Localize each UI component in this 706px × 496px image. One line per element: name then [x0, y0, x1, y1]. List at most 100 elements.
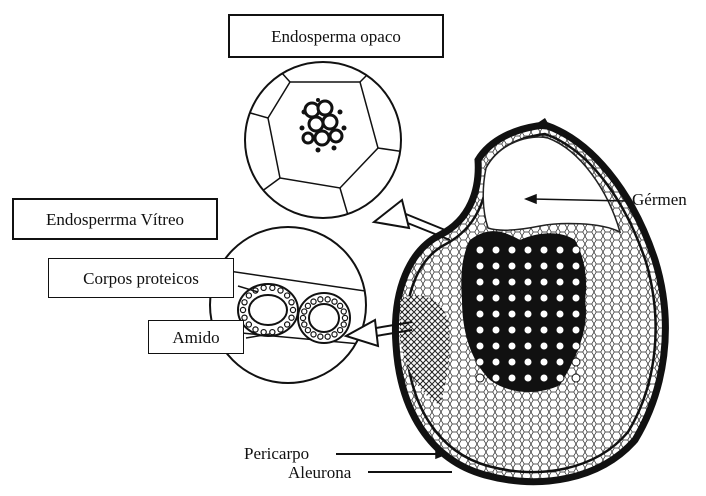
- core-dot: [540, 326, 548, 334]
- core-dot: [540, 278, 548, 286]
- core-dot: [508, 294, 516, 302]
- core-dot: [524, 246, 532, 254]
- core-dot: [556, 374, 564, 382]
- vitreous-magnified-circle: [208, 227, 372, 383]
- protein-body: [270, 330, 275, 335]
- core-dot: [508, 342, 516, 350]
- core-dot: [492, 342, 500, 350]
- core-dot: [524, 294, 532, 302]
- core-dot: [508, 374, 516, 382]
- protein-body: [300, 315, 305, 320]
- core-dot: [476, 342, 484, 350]
- core-dot: [524, 358, 532, 366]
- core-dot: [508, 278, 516, 286]
- core-dot: [492, 262, 500, 270]
- core-dot: [540, 358, 548, 366]
- opaque-magnified-circle: [240, 62, 405, 222]
- protein-body: [342, 315, 347, 320]
- core-dot: [540, 246, 548, 254]
- label-amido: Amido: [148, 320, 244, 354]
- protein-body: [337, 328, 342, 333]
- protein-body: [289, 300, 294, 305]
- protein-body: [341, 309, 346, 314]
- core-dot: [572, 326, 580, 334]
- core-dot: [492, 358, 500, 366]
- core-dot: [476, 262, 484, 270]
- core-dot: [524, 374, 532, 382]
- corn-kernel: [395, 118, 665, 482]
- protein-body: [278, 288, 283, 293]
- core-dot: [540, 310, 548, 318]
- core-dot: [524, 326, 532, 334]
- core-dot: [572, 310, 580, 318]
- protein-body: [341, 322, 346, 327]
- protein-body: [246, 293, 251, 298]
- core-dot: [572, 262, 580, 270]
- core-dot: [476, 358, 484, 366]
- label-pericarpo: Pericarpo: [244, 444, 309, 464]
- core-dot: [556, 294, 564, 302]
- core-dot: [492, 310, 500, 318]
- core-dot: [492, 374, 500, 382]
- core-dot: [556, 358, 564, 366]
- protein-body: [246, 322, 251, 327]
- core-dot: [572, 294, 580, 302]
- core-dot: [492, 278, 500, 286]
- protein-body: [240, 307, 245, 312]
- core-dot: [556, 262, 564, 270]
- protein-body: [325, 297, 330, 302]
- core-dot: [572, 246, 580, 254]
- core-dot: [508, 310, 516, 318]
- protein-body: [261, 285, 266, 290]
- core-dot: [572, 278, 580, 286]
- core-dot: [524, 342, 532, 350]
- core-dot: [524, 310, 532, 318]
- protein-body: [261, 330, 266, 335]
- core-dot: [540, 374, 548, 382]
- core-dot: [492, 326, 500, 334]
- germ-region: [483, 137, 620, 232]
- core-dot: [476, 326, 484, 334]
- core-dot: [524, 278, 532, 286]
- core-dot: [572, 374, 580, 382]
- core-dot: [556, 310, 564, 318]
- protein-body: [278, 327, 283, 332]
- protein-body: [305, 328, 310, 333]
- core-dot: [508, 326, 516, 334]
- protein-body: [305, 303, 310, 308]
- core-dot: [540, 342, 548, 350]
- label-aleurona: Aleurona: [288, 463, 351, 483]
- protein-body: [270, 285, 275, 290]
- protein-body: [242, 300, 247, 305]
- protein-body: [289, 315, 294, 320]
- label-endosperma-opaco: Endosperma opaco: [228, 14, 444, 58]
- core-dot: [572, 342, 580, 350]
- core-starch-dots: [476, 246, 580, 382]
- core-dot: [476, 310, 484, 318]
- core-dot: [476, 246, 484, 254]
- core-dot: [540, 294, 548, 302]
- protein-body: [311, 332, 316, 337]
- protein-body: [318, 297, 323, 302]
- core-dot: [476, 374, 484, 382]
- core-dot: [556, 278, 564, 286]
- core-dot: [476, 294, 484, 302]
- protein-body: [332, 332, 337, 337]
- core-dot: [524, 262, 532, 270]
- core-dot: [540, 262, 548, 270]
- core-dot: [508, 246, 516, 254]
- core-dot: [556, 326, 564, 334]
- protein-body: [302, 309, 307, 314]
- protein-body: [285, 293, 290, 298]
- core-dot: [556, 342, 564, 350]
- core-dot: [492, 246, 500, 254]
- protein-body: [337, 303, 342, 308]
- label-endosperma-vitreo: Endosperrma Vítreo: [12, 198, 218, 240]
- label-germen: Gérmen: [632, 190, 687, 210]
- core-dot: [572, 358, 580, 366]
- protein-body: [318, 334, 323, 339]
- protein-body: [290, 307, 295, 312]
- protein-body: [325, 334, 330, 339]
